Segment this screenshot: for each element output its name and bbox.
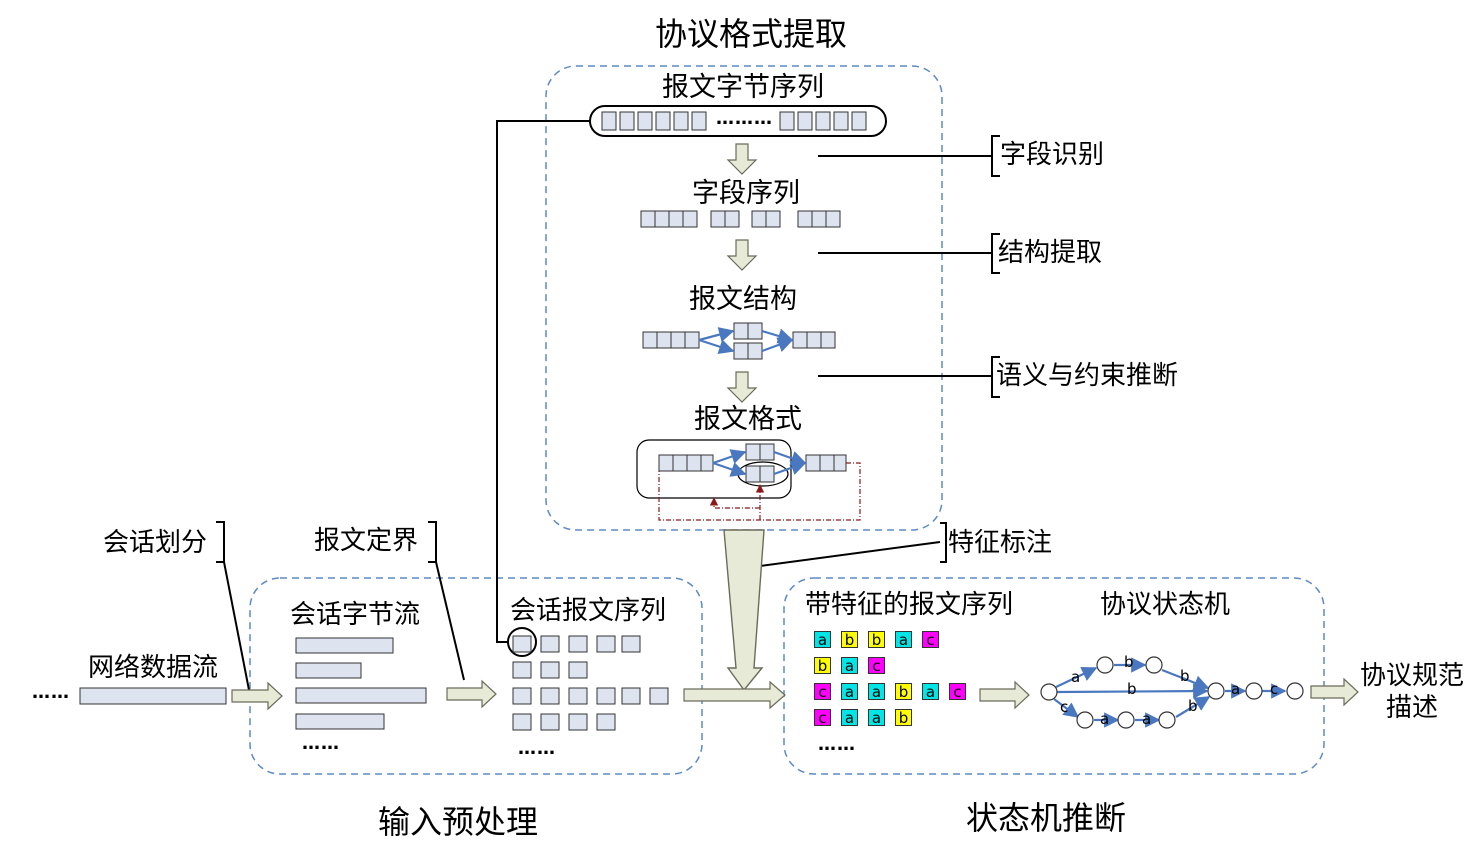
network-stream-bar	[79, 687, 227, 705]
feature-chip-c: c	[949, 683, 966, 700]
feature-chip-a: a	[841, 709, 858, 726]
left-bracket-connectors	[216, 521, 465, 691]
feature-chip-c: c	[814, 709, 831, 726]
label-field-sequence: 字段序列	[692, 178, 800, 209]
feature-chip-a: a	[868, 683, 885, 700]
feature-chip-b: b	[868, 631, 885, 648]
label-protocol-spec: 协议规范 描述	[1360, 660, 1464, 724]
annotation-structure-extraction: 结构提取	[998, 238, 1103, 268]
message-format-flows	[712, 449, 807, 477]
section-title-state-machine: 状态机推断	[966, 799, 1127, 837]
edge-label-bot1: c	[1060, 698, 1069, 716]
session-byte-stream-ellipsis: ……	[302, 733, 340, 754]
annotation-feature-labeling: 特征标注	[948, 528, 1053, 558]
bytes-to-session-connector	[496, 120, 590, 643]
session-message-ellipsis: ……	[518, 738, 556, 759]
edge-label-top3: b	[1180, 667, 1190, 685]
annotation-session-split: 会话划分	[103, 528, 208, 558]
constraint-feedback-lines	[658, 462, 861, 521]
label-message-format: 报文格式	[694, 404, 802, 435]
edge-label-tail1: a	[1231, 680, 1241, 698]
edge-label-bot3: a	[1142, 710, 1152, 728]
annotation-connectors	[759, 135, 1000, 567]
section-title-format-extraction: 协议格式提取	[655, 15, 848, 53]
horizontal-block-arrows	[231, 677, 1359, 711]
feature-chip-a: a	[895, 631, 912, 648]
state-machine-nodes	[1040, 656, 1304, 729]
edge-label-bot4: b	[1188, 697, 1198, 715]
label-message-structure: 报文结构	[689, 284, 797, 315]
feature-labeling-arrow	[723, 529, 765, 692]
feature-chip-a: a	[814, 631, 831, 648]
label-protocol-state-machine: 协议状态机	[1100, 590, 1231, 620]
label-network-stream: 网络数据流	[88, 653, 219, 683]
feature-chip-c: c	[922, 631, 939, 648]
feature-chip-b: b	[841, 631, 858, 648]
annotation-field-identification: 字段识别	[1000, 140, 1105, 170]
network-stream-ellipsis: ……	[32, 682, 70, 703]
annotation-semantic-inference: 语义与约束推断	[996, 361, 1179, 391]
edge-label-top1: a	[1071, 668, 1081, 686]
label-protocol-spec-line1: 协议规范	[1360, 661, 1465, 691]
feature-chip-a: a	[841, 657, 858, 674]
featured-seq-ellipsis: ……	[818, 734, 856, 755]
feature-chip-a: a	[868, 709, 885, 726]
feature-chip-b: b	[895, 709, 912, 726]
edge-label-bot2: a	[1100, 710, 1110, 728]
feature-chip-b: b	[814, 657, 831, 674]
session-message-squares	[512, 635, 669, 731]
edge-label-tail2: c	[1270, 680, 1279, 698]
edge-label-mid: b	[1127, 680, 1137, 698]
section-title-input-preprocess: 输入预处理	[378, 803, 539, 841]
field-sequence-groups	[640, 210, 841, 228]
state-machine-edges	[1053, 657, 1287, 728]
session-byte-stream-bars	[295, 637, 427, 730]
label-session-byte-stream: 会话字节流	[290, 600, 421, 630]
message-bytes-ellipsis: ………	[716, 108, 773, 129]
message-structure-flows	[698, 327, 794, 355]
feature-chip-a: a	[922, 683, 939, 700]
label-session-message-seq: 会话报文序列	[510, 596, 667, 626]
session-first-message-highlight	[507, 627, 537, 657]
label-protocol-spec-line2: 描述	[1386, 693, 1439, 723]
feature-chip-a: a	[841, 683, 858, 700]
feature-chip-b: b	[895, 683, 912, 700]
feature-chip-c: c	[868, 657, 885, 674]
down-arrows	[726, 143, 758, 403]
message-bytes-cells	[601, 111, 867, 131]
edge-label-top2: b	[1124, 653, 1134, 671]
state-machine-panel	[783, 577, 1325, 775]
annotation-message-delimit: 报文定界	[314, 526, 419, 556]
feature-chip-c: c	[814, 683, 831, 700]
input-preprocess-panel	[249, 577, 703, 775]
label-featured-message-seq: 带特征的报文序列	[805, 590, 1014, 620]
label-message-bytes: 报文字节序列	[662, 72, 824, 103]
message-structure-blocks	[642, 322, 836, 360]
